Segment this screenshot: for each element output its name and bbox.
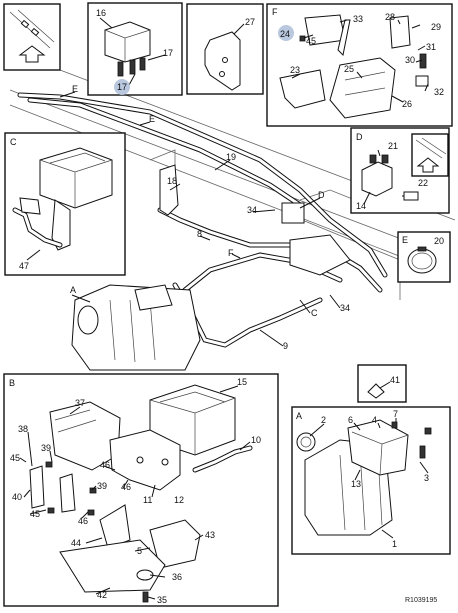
label-28: 28 (385, 12, 395, 22)
orientation-inset-top-left (3, 3, 61, 71)
label-46a: 46 (100, 460, 110, 470)
label-44: 44 (71, 538, 81, 548)
label-7: 7 (393, 409, 398, 419)
label-8: 8 (197, 229, 202, 239)
label-F: F (228, 248, 234, 258)
label-12: 12 (174, 495, 184, 505)
label-32: 32 (434, 87, 444, 97)
label-C-title: C (10, 137, 17, 147)
label-3: 3 (424, 473, 429, 483)
inset-E (397, 231, 451, 283)
inset-valve-16 (87, 2, 183, 96)
label-43: 43 (205, 530, 215, 540)
label-18: 18 (167, 176, 177, 186)
label-26: 26 (402, 99, 412, 109)
label-46b: 46 (121, 482, 131, 492)
label-21: 21 (388, 141, 398, 151)
label-4: 4 (372, 415, 377, 425)
label-38: 38 (18, 424, 28, 434)
label-45: 45 (306, 36, 316, 46)
label-5: 5 (137, 546, 142, 556)
label-E-title: E (402, 235, 408, 245)
label-15: 15 (237, 377, 247, 387)
label-29: 29 (431, 22, 441, 32)
highlight-24 (278, 25, 294, 41)
label-E-mid: E (149, 114, 155, 124)
label-39b: 39 (97, 481, 107, 491)
label-34b: 34 (340, 303, 350, 313)
label-F-title: F (272, 7, 278, 17)
heater-unit-main (134, 202, 351, 311)
label-D: D (318, 190, 325, 200)
label-16: 16 (96, 8, 106, 18)
label-25: 25 (344, 64, 354, 74)
label-23: 23 (290, 65, 300, 75)
label-41: 41 (390, 375, 400, 385)
label-36: 36 (172, 572, 182, 582)
label-E-top: E (72, 84, 78, 94)
label-46c: 46 (78, 516, 88, 526)
label-42: 42 (97, 590, 107, 600)
label-13: 13 (351, 479, 361, 489)
highlight-17 (114, 79, 130, 95)
inset-B (3, 373, 279, 607)
label-10: 10 (251, 435, 261, 445)
label-22: 22 (418, 178, 428, 188)
label-39a: 39 (41, 443, 51, 453)
label-D-title: D (356, 132, 363, 142)
label-14: 14 (356, 201, 366, 211)
label-C: C (311, 308, 318, 318)
hose-routing (17, 92, 388, 348)
label-35: 35 (157, 595, 167, 605)
inset-F (266, 3, 453, 127)
label-B-title: B (9, 378, 15, 388)
label-17b: 17 (117, 82, 127, 92)
inset-bracket-27 (186, 3, 264, 95)
label-47: 47 (19, 261, 29, 271)
label-31: 31 (426, 42, 436, 52)
label-33: 33 (353, 14, 363, 24)
label-40: 40 (12, 492, 22, 502)
reference-number: R1039195 (405, 597, 437, 604)
label-45a: 45 (10, 453, 20, 463)
label-2: 2 (321, 415, 326, 425)
label-20: 20 (434, 236, 444, 246)
arrow-up-icon-d (416, 157, 440, 173)
main-fuel-tank (71, 284, 201, 371)
label-30: 30 (405, 55, 415, 65)
label-45b: 45 (30, 509, 40, 519)
inset-D (350, 127, 450, 214)
leader-lines-main (59, 91, 341, 347)
label-6: 6 (348, 415, 353, 425)
label-9: 9 (283, 341, 288, 351)
bracket-18 (159, 164, 179, 216)
inset-A (291, 406, 451, 555)
label-24: 24 (280, 29, 290, 39)
label-A: A (70, 285, 76, 295)
label-17a: 17 (163, 48, 173, 58)
inset-gasket-41 (357, 364, 407, 403)
label-27: 27 (245, 17, 255, 27)
label-34a: 34 (247, 205, 257, 215)
label-19: 19 (226, 152, 236, 162)
label-A-title: A (296, 411, 302, 421)
inset-C (4, 132, 126, 276)
label-37: 37 (75, 398, 85, 408)
label-1: 1 (392, 539, 397, 549)
label-11: 11 (143, 495, 152, 505)
arrow-up-icon (18, 45, 46, 63)
